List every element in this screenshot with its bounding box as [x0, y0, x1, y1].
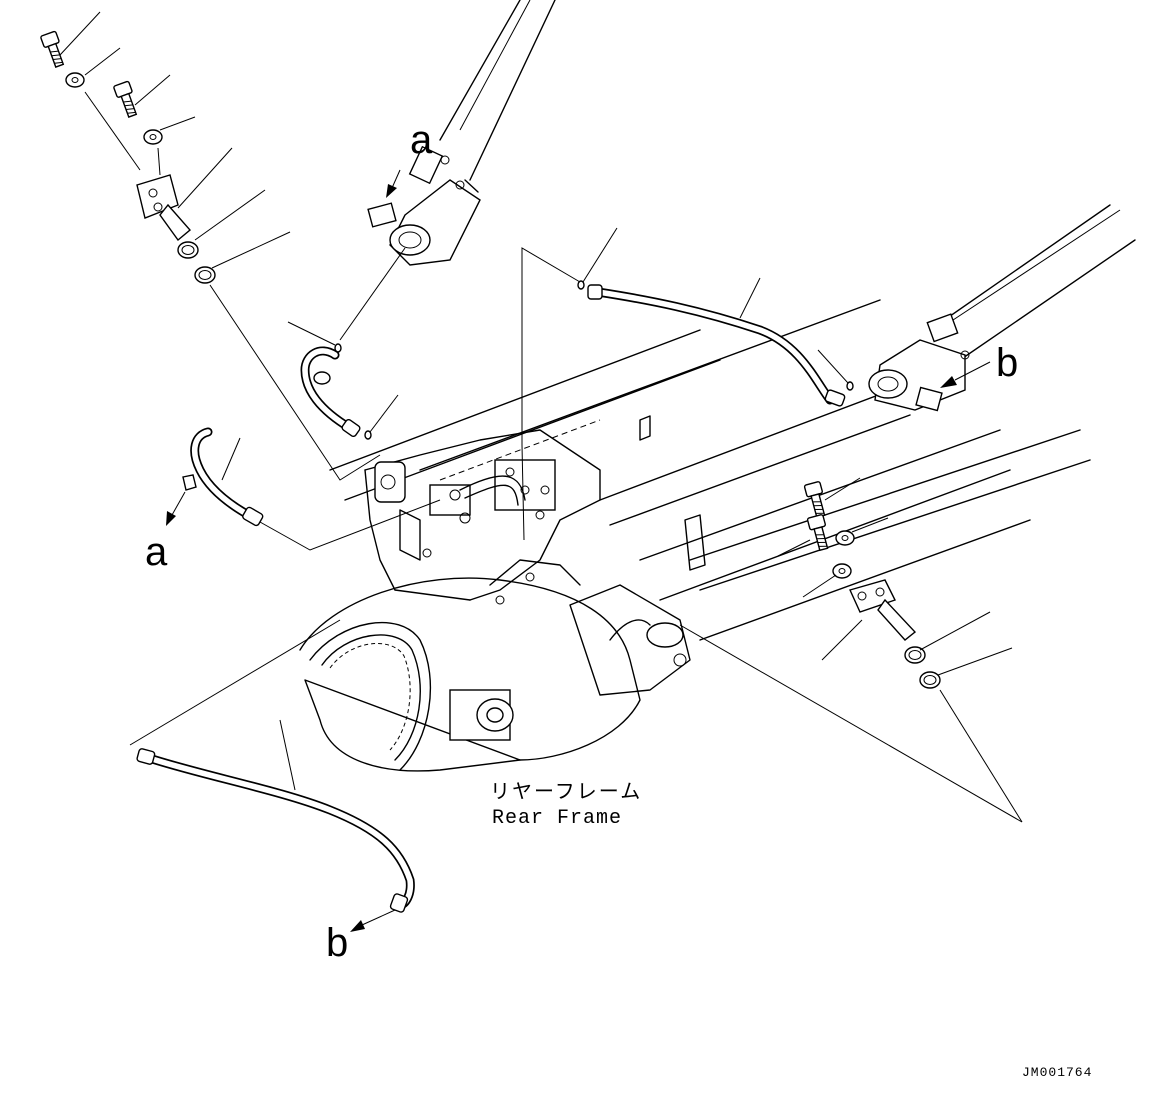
- drawing-code: JM001764: [1022, 1065, 1092, 1080]
- upper-cylinder: [367, 0, 556, 266]
- arrow-b-right: [940, 361, 991, 388]
- assembly-line: [521, 247, 581, 445]
- hoses: [129, 227, 854, 913]
- callout-b-bottom: b: [326, 921, 348, 965]
- upper-left-parts: [40, 11, 381, 481]
- arrow-b-bottom: [350, 909, 396, 932]
- frame-label-jp: リヤーフレーム: [490, 781, 642, 805]
- arrow-a-top: [386, 169, 401, 198]
- callout-a-top: a: [410, 118, 433, 162]
- right-cylinder: [868, 204, 1136, 412]
- frame-label-en: Rear Frame: [492, 807, 622, 830]
- callout-b-right: b: [996, 341, 1018, 385]
- arrow-a-left: [166, 491, 186, 526]
- rear-frame: [299, 299, 1091, 772]
- right-parts: [679, 477, 1023, 823]
- callout-a-left: a: [145, 530, 168, 574]
